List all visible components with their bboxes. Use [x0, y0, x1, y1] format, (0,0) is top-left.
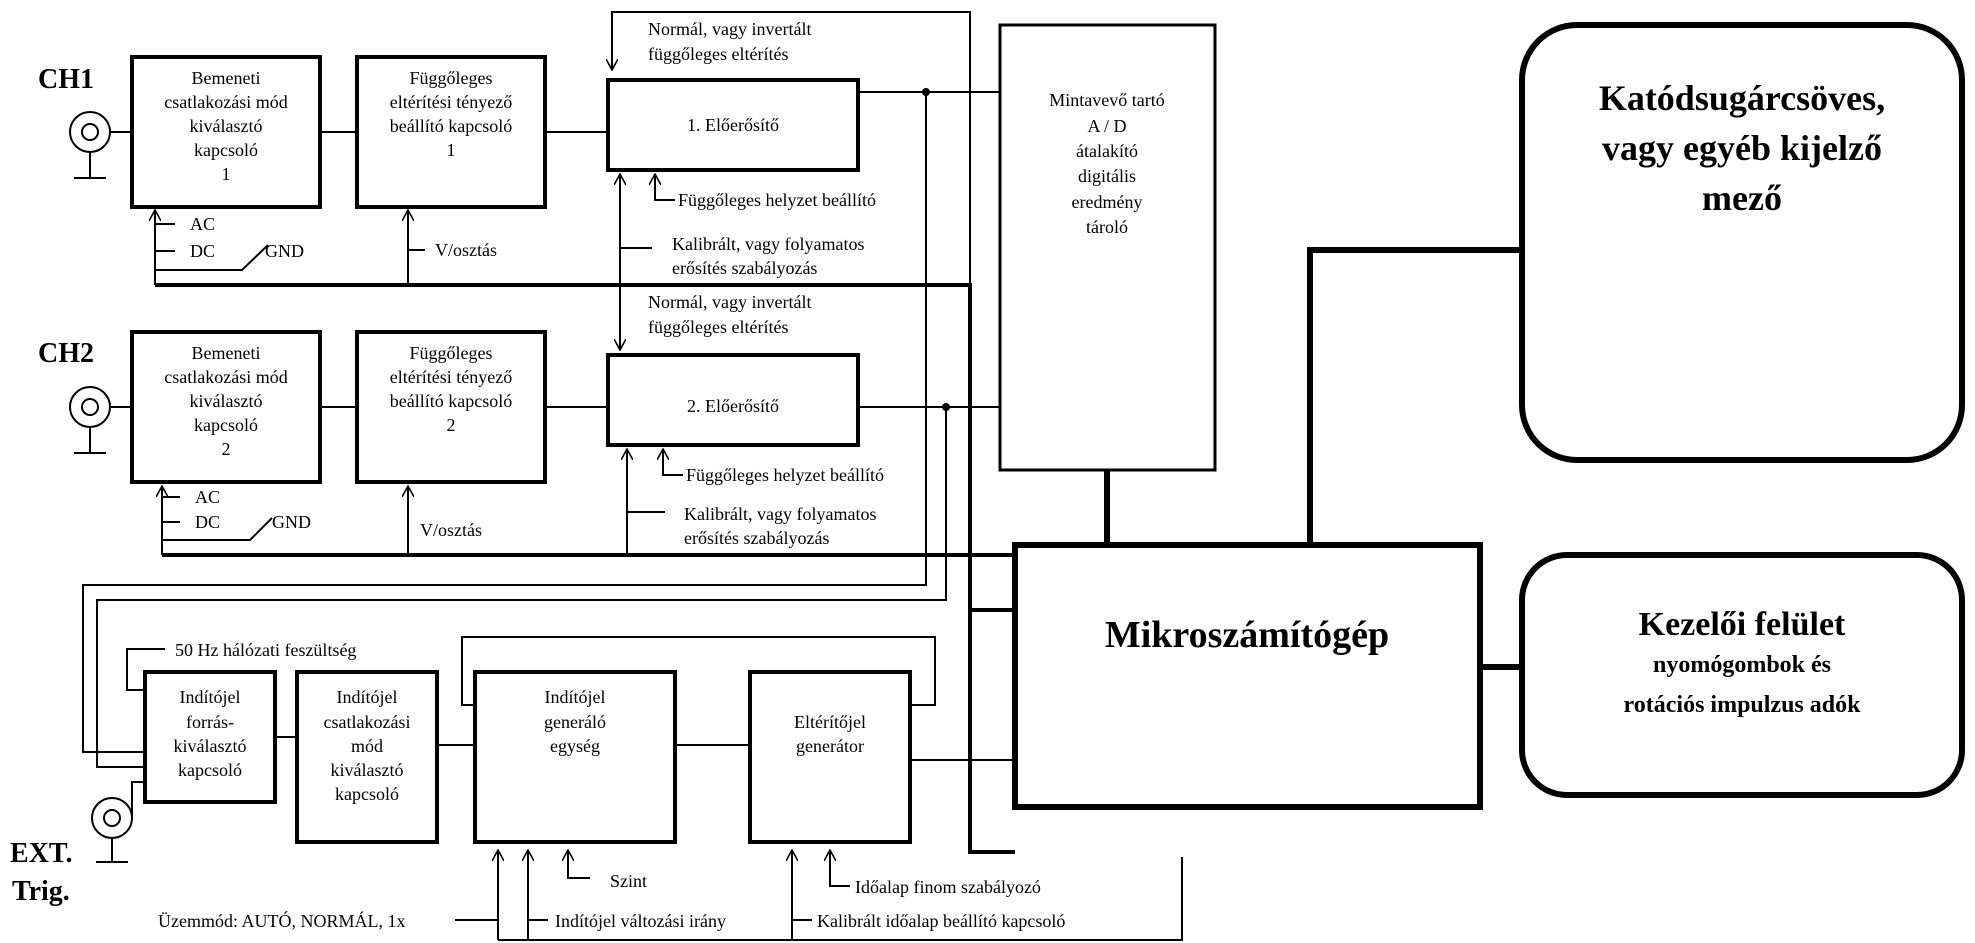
box-text: Függőleges [410, 343, 493, 363]
ch2-ac-label: AC [195, 487, 220, 507]
mains-label: 50 Hz hálózati feszültség [175, 640, 356, 660]
box-text: Kezelői felület [1639, 606, 1846, 643]
trigger-coupling-box: Indítójel csatlakozási mód kiválasztó ka… [295, 670, 439, 844]
ch2-invert-line1: Normál, vagy invertált [648, 292, 811, 312]
ch2-gnd-label: GND [272, 512, 311, 532]
box-text: egység [550, 736, 600, 756]
box-text: kapcsoló [178, 760, 242, 780]
ch1-preamp-box: 1. Előerősítő [606, 78, 860, 172]
box-text: 2 [222, 439, 231, 459]
operator-ui-box: Kezelői felület nyomógombok és rotációs … [1519, 552, 1965, 798]
ch1-input-mode-box: Bemeneti csatlakozási mód kiválasztó kap… [130, 55, 322, 209]
box-text: eredmény [1072, 192, 1143, 212]
ch1-connector-icon [69, 111, 132, 179]
box-text: Bemeneti [192, 343, 261, 363]
ext-trig-connector-icon [91, 797, 133, 863]
ch2-vfactor-box: Függőleges eltérítési tényező beállító k… [355, 330, 547, 484]
box-text: csatlakozási mód [164, 367, 287, 387]
level-label: Szint [610, 871, 647, 891]
mode-label: Üzemmód: AUTÓ, NORMÁL, 1x [158, 910, 405, 931]
box-text: A / D [1087, 116, 1126, 136]
box-text: 1 [447, 140, 456, 160]
box-text: Mintavevő tartó [1049, 90, 1164, 110]
box-text: Mikroszámítógép [1105, 614, 1389, 656]
ch1-ac-label: AC [190, 214, 215, 234]
ch2-preamp-box: 2. Előerősítő [606, 353, 860, 447]
box-text: Indítójel [337, 687, 398, 707]
ch1-vfactor-box: Függőleges eltérítési tényező beállító k… [355, 55, 547, 209]
box-text: mód [351, 736, 383, 756]
slope-label: Indítójel változási irány [555, 911, 726, 931]
box-text: generátor [796, 736, 864, 756]
box-text: Függőleges [410, 68, 493, 88]
ch1-dc-label: DC [190, 241, 215, 261]
box-text: eltérítési tényező [390, 92, 512, 112]
ch2-dc-label: DC [195, 512, 220, 532]
box-text: csatlakozási mód [164, 92, 287, 112]
box-text: átalakító [1076, 141, 1138, 161]
box-text: Indítójel [545, 687, 606, 707]
ch2-vdiv-label: V/osztás [420, 520, 482, 540]
box-text: kiválasztó [190, 116, 263, 136]
box-text: beállító kapcsoló [390, 116, 512, 136]
ch2-invert-line2: függőleges eltérítés [648, 317, 788, 337]
box-text: kapcsoló [335, 784, 399, 804]
ch1-vdiv-label: V/osztás [435, 240, 497, 260]
trigger-source-box: Indítójel forrás- kiválasztó kapcsoló [143, 670, 277, 804]
fine-timebase-label: Időalap finom szabályozó [855, 877, 1041, 897]
box-text: kapcsoló [194, 140, 258, 160]
box-text: mező [1702, 178, 1782, 218]
ch2-gain-line1: Kalibrált, vagy folyamatos [684, 504, 876, 524]
box-text: beállító kapcsoló [390, 391, 512, 411]
ch1-gnd-label: GND [265, 241, 304, 261]
cal-timebase-label: Kalibrált időalap beállító kapcsoló [817, 911, 1065, 931]
box-text: generáló [544, 712, 606, 732]
ch2-gain-line2: erősítés szabályozás [684, 528, 829, 548]
ch1-invert-line1: Normál, vagy invertált [648, 19, 811, 39]
box-text: Katódsugárcsöves, [1599, 78, 1885, 118]
display-box: Katódsugárcsöves, vagy egyéb kijelző mez… [1519, 22, 1965, 463]
box-text: tároló [1086, 217, 1128, 237]
ch2-input-mode-box: Bemeneti csatlakozási mód kiválasztó kap… [130, 330, 322, 484]
sweep-generator-box: Eltérítőjel generátor [748, 670, 912, 844]
box-text: kiválasztó [190, 391, 263, 411]
box-text: 1. Előerősítő [687, 115, 779, 135]
ch2-position-label: Függőleges helyzet beállító [686, 465, 884, 485]
ch1-gain-line1: Kalibrált, vagy folyamatos [672, 234, 864, 254]
ch1-gain-line2: erősítés szabályozás [672, 258, 817, 278]
ch1-invert-line2: függőleges eltérítés [648, 44, 788, 64]
ext-label: EXT. [10, 838, 73, 869]
ch2-label: CH2 [38, 338, 94, 369]
box-text: eltérítési tényező [390, 367, 512, 387]
box-text: forrás- [186, 712, 234, 732]
box-text: digitális [1078, 166, 1136, 186]
box-text: csatlakozási [324, 712, 411, 732]
box-text: 1 [222, 164, 231, 184]
trigger-generator-box: Indítójel generáló egység [473, 670, 677, 844]
box-text: kiválasztó [331, 760, 404, 780]
box-text: Indítójel [180, 687, 241, 707]
ch2-connector-icon [69, 386, 132, 454]
box-text: kiválasztó [174, 736, 247, 756]
box-text: kapcsoló [194, 415, 258, 435]
box-text: Bemeneti [192, 68, 261, 88]
trig-label: Trig. [12, 876, 70, 907]
box-text: nyomógombok és [1653, 652, 1831, 678]
box-text: rotációs impulzus adók [1624, 692, 1862, 718]
ch1-label: CH1 [38, 64, 94, 95]
box-text: 2 [447, 415, 456, 435]
adc-box: Mintavevő tartó A / D átalakító digitáli… [998, 23, 1217, 472]
microcomputer-box: Mikroszámítógép [1012, 542, 1483, 810]
ch1-position-label: Függőleges helyzet beállító [678, 190, 876, 210]
box-text: vagy egyéb kijelző [1602, 128, 1882, 168]
box-text: Eltérítőjel [794, 712, 866, 732]
box-text: 2. Előerősítő [687, 396, 779, 416]
